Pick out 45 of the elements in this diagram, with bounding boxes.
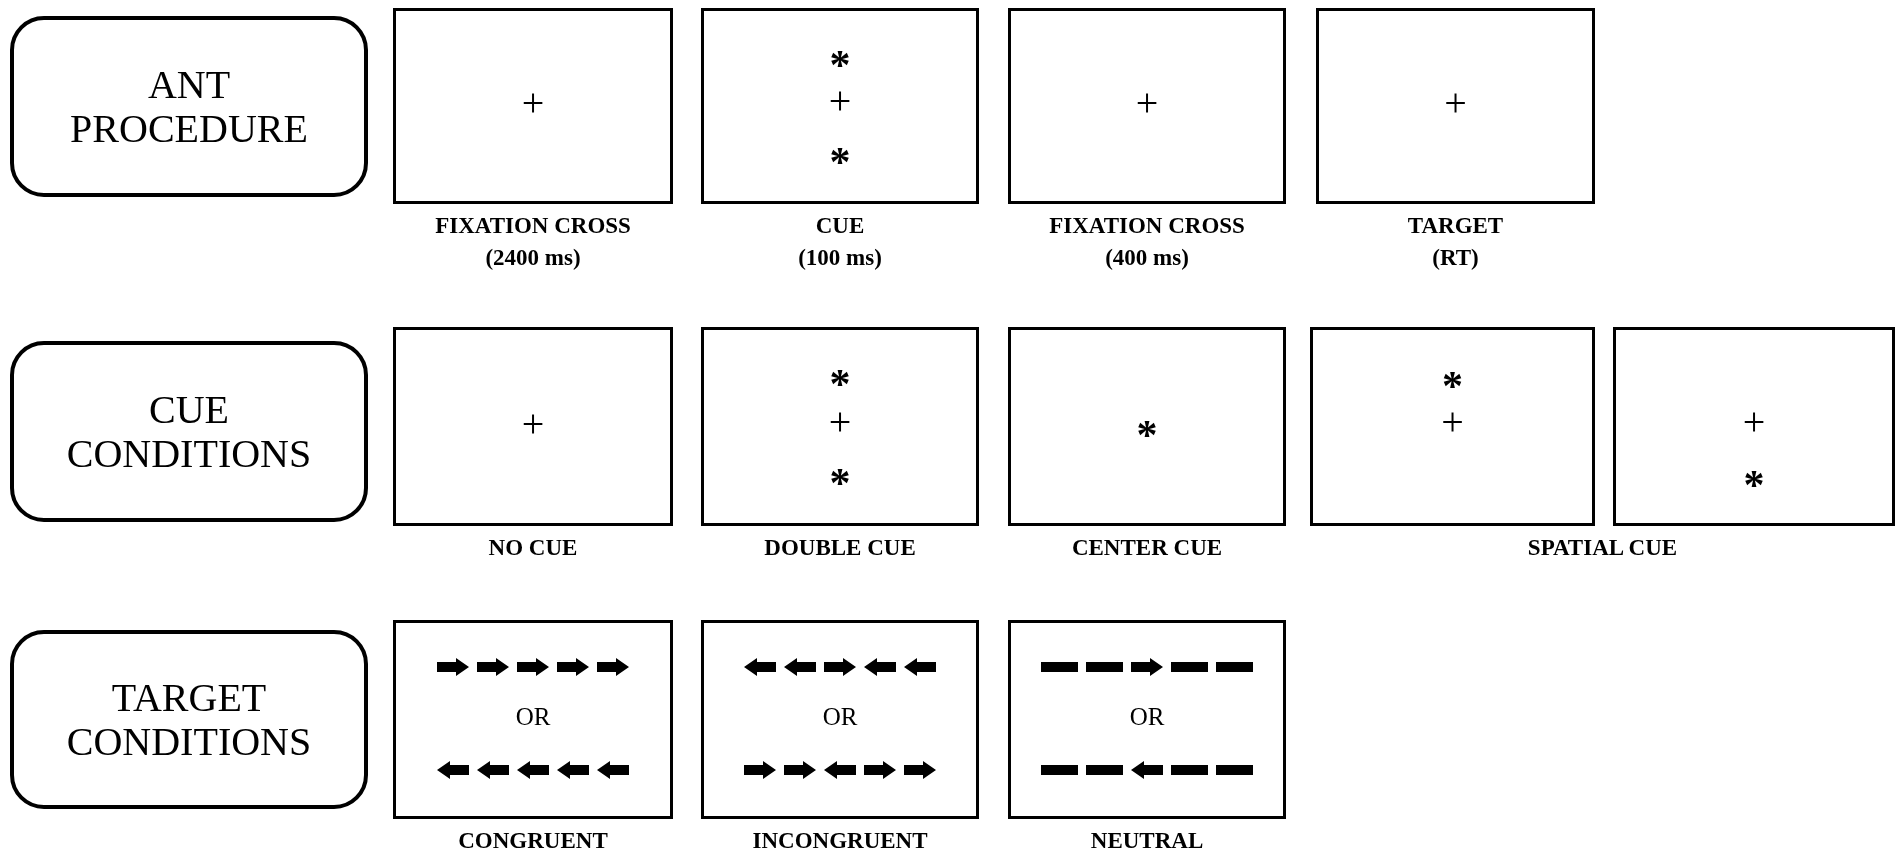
panel-caption: CONGRUENT [458,827,608,855]
fixation-cross: + [521,83,545,123]
panel-caption: FIXATION CROSS [1049,212,1245,240]
panel-caption: FIXATION CROSS [435,212,631,240]
section-title: ANT PROCEDURE [69,62,309,151]
cue-asterisk: * [1743,463,1765,506]
stimulus-screen [701,327,979,526]
stimulus-screen [1613,327,1895,526]
or-text: OR [1129,703,1165,729]
panel-caption: DOUBLE CUE [764,534,916,562]
section-title: TARGET CONDITIONS [65,675,313,764]
fixation-cross: + [1135,83,1159,123]
stimulus-screen [1008,8,1286,204]
stimulus-screen [701,8,979,204]
or-text: OR [822,703,858,729]
duration-caption: (400 ms) [1105,244,1189,272]
stimulus-screen [1008,327,1286,526]
stimulus-screen [1310,327,1595,526]
fixation-cross: + [1444,83,1467,123]
cue-asterisk: * [1136,413,1158,456]
cue-asterisk: * [829,140,851,183]
panel-caption: CENTER CUE [1071,534,1223,562]
cue-asterisk: * [829,461,851,504]
section-heading-box [10,630,368,809]
section-heading-box [10,341,368,522]
fixation-cross: + [1742,401,1766,442]
duration-caption: (2400 ms) [485,244,581,272]
panel-caption: NO CUE [488,534,578,562]
panel-caption: TARGET [1407,212,1504,240]
section-heading-box [10,16,368,197]
stimulus-screen [393,327,673,526]
stimulus-screen [1316,8,1595,204]
panel-caption: NEUTRAL [1090,827,1204,855]
duration-caption: (100 ms) [798,244,882,272]
stimulus-screen [1008,620,1286,819]
section-title: CUE CONDITIONS [65,387,313,476]
fixation-cross: + [521,403,545,444]
panel-caption: INCONGRUENT [752,827,928,855]
or-text: OR [515,703,551,729]
duration-caption: (RT) [1432,244,1479,272]
panel-caption: CUE [815,212,865,240]
stimulus-screen [393,8,673,204]
panel-caption: SPATIAL CUE [1527,534,1678,562]
stimulus-screen [701,620,979,819]
stimulus-screen [393,620,673,819]
